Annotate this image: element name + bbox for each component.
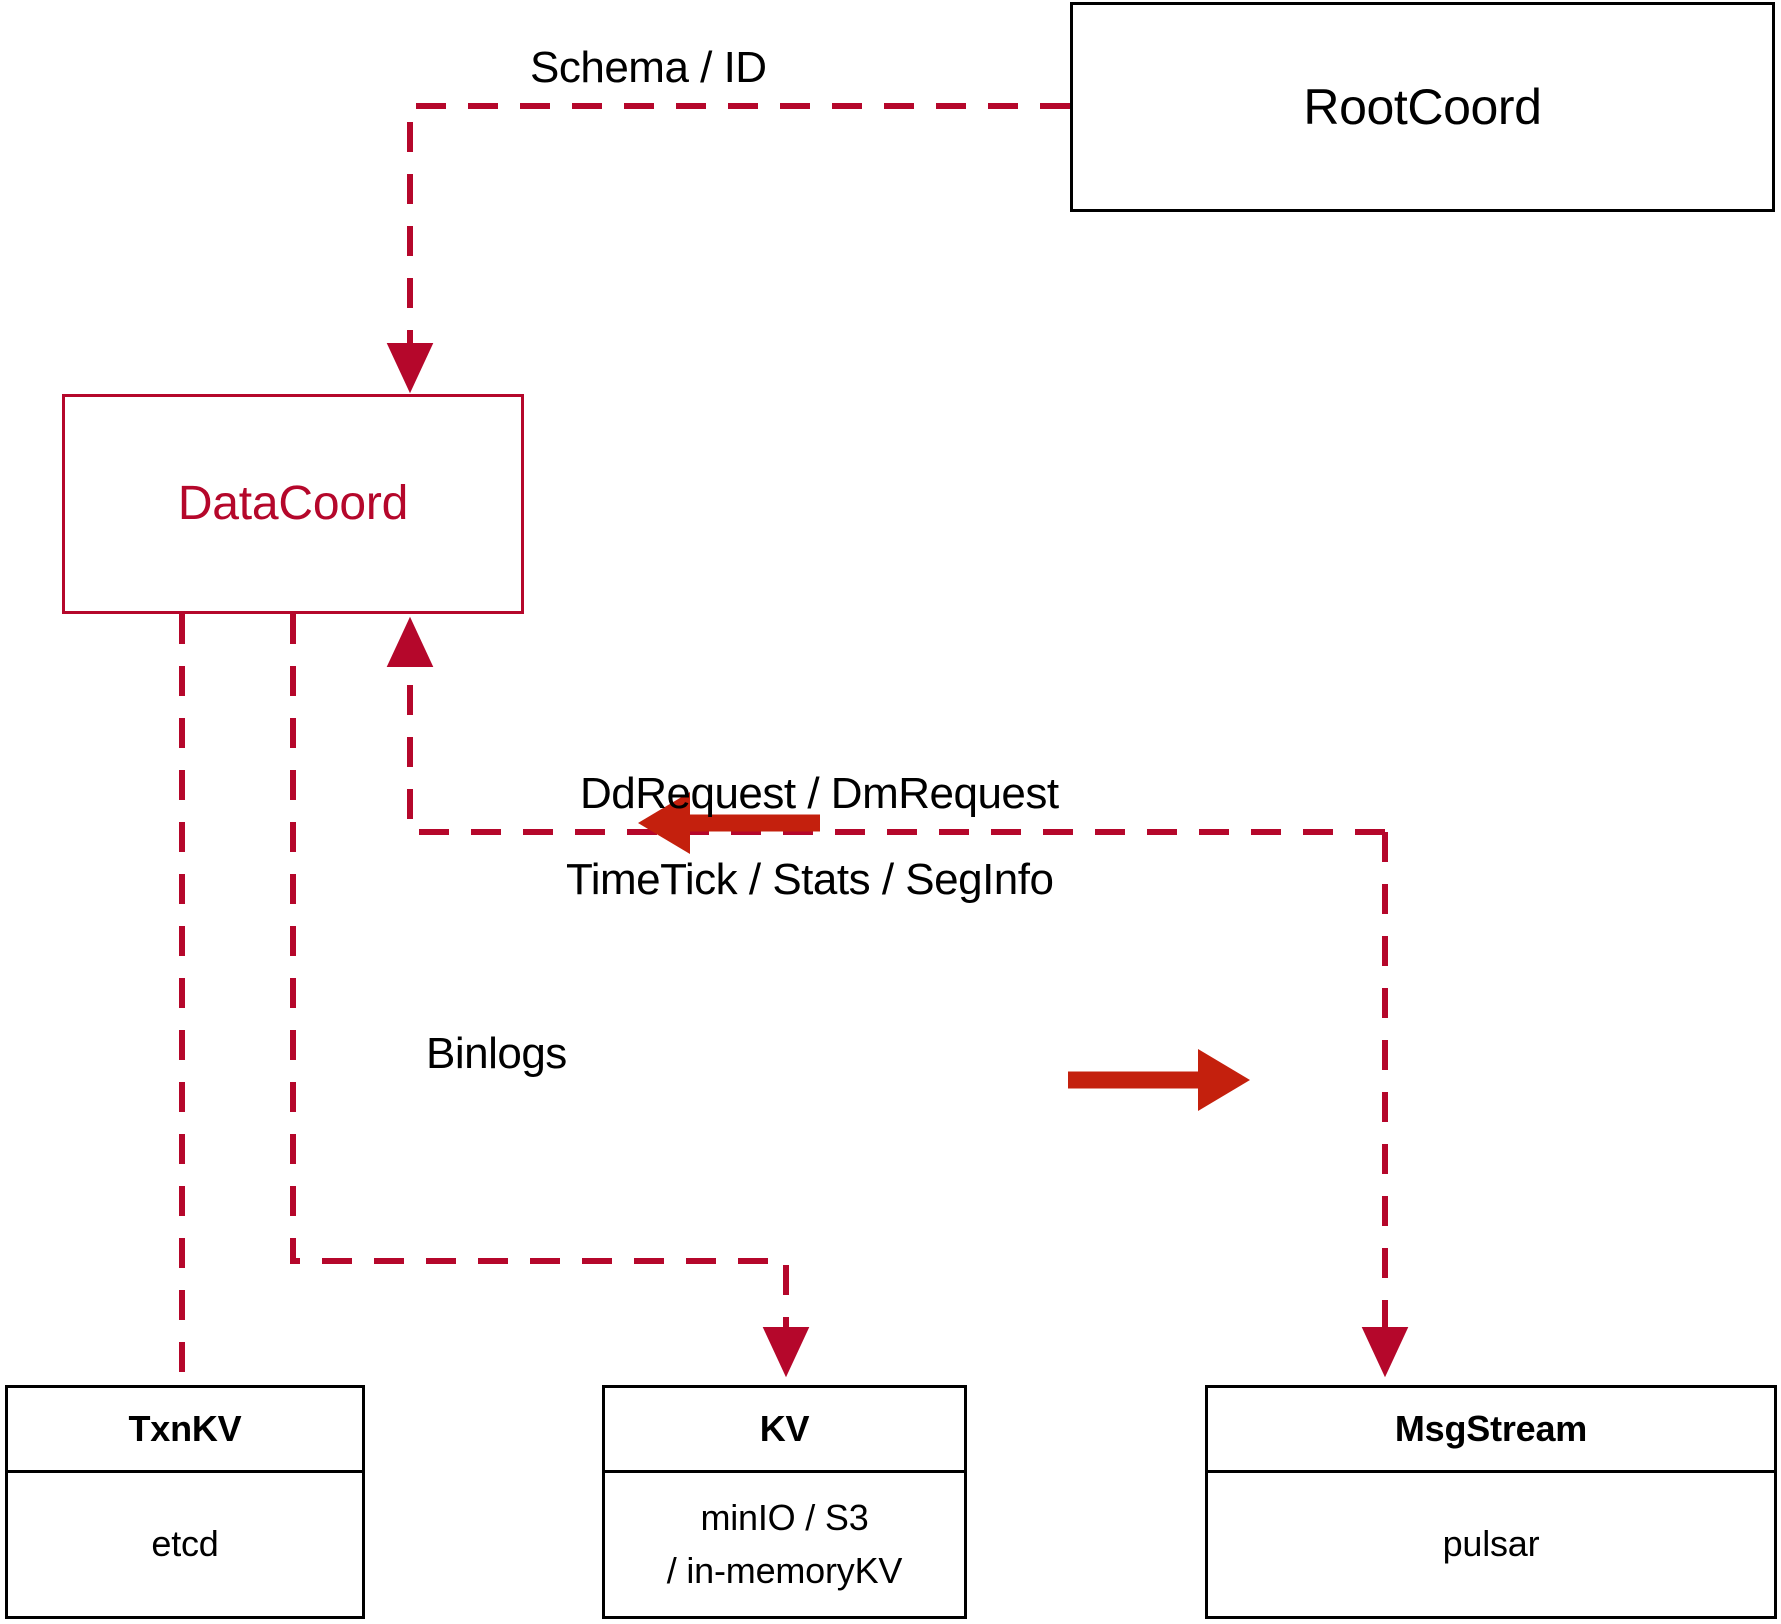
node-kv-line-1: / in-memoryKV [666,1549,903,1591]
outbound-arrow-icon [1068,1049,1250,1111]
node-rootcoord-label: RootCoord [1303,79,1542,135]
node-msgstream-title: MsgStream [1208,1388,1774,1473]
node-kv-line-0: minIO / S3 [700,1497,869,1539]
edge-label-binlogs: Binlogs [426,1029,567,1078]
edge-label-timetick-stats-seginfo: TimeTick / Stats / SegInfo [566,855,1054,904]
node-txnkv[interactable]: TxnKV etcd [5,1385,365,1619]
edge-label-schema-id: Schema / ID [530,43,767,92]
node-msgstream-line-0: pulsar [1442,1523,1540,1565]
node-txnkv-title: TxnKV [8,1388,362,1473]
node-datacoord[interactable]: DataCoord [62,394,524,614]
node-kv-body: minIO / S3 / in-memoryKV [605,1473,964,1616]
edge-label-ddrequest-dmrequest: DdRequest / DmRequest [580,769,1059,818]
node-datacoord-label: DataCoord [177,477,409,530]
edge-msgstream-to-datacoord [386,616,1385,835]
node-kv[interactable]: KV minIO / S3 / in-memoryKV [602,1385,967,1619]
node-kv-title: KV [605,1388,964,1473]
node-txnkv-body: etcd [8,1473,362,1616]
node-txnkv-line-0: etcd [151,1523,219,1565]
inbound-arrow-icon [638,792,820,854]
edge-binlogs [290,614,810,1378]
node-rootcoord[interactable]: RootCoord [1070,2,1775,212]
node-msgstream-body: pulsar [1208,1473,1774,1616]
node-msgstream[interactable]: MsgStream pulsar [1205,1385,1777,1619]
edge-schema-id [386,103,1070,394]
